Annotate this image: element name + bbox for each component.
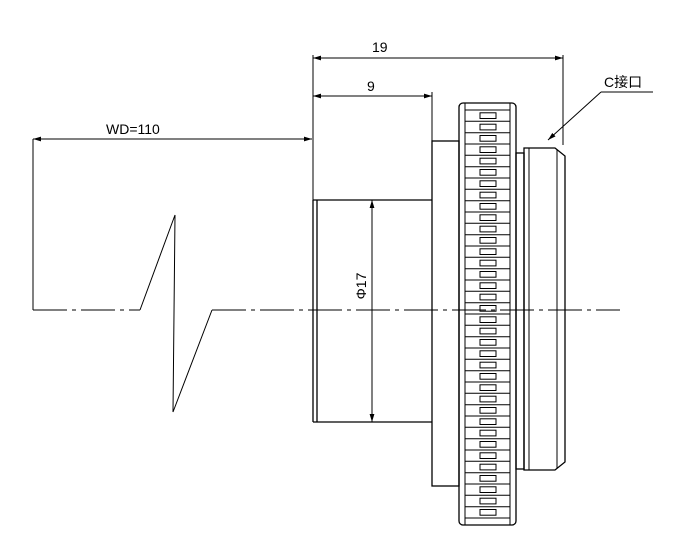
knurl-groove [479, 509, 497, 516]
knurl-groove [479, 225, 497, 233]
overall-length-label: 19 [372, 39, 388, 55]
knurl-groove [479, 395, 497, 403]
lens-middle-body [431, 140, 460, 487]
knurl-groove [479, 339, 497, 346]
knurl-groove [479, 429, 497, 437]
c-mount-callout [547, 91, 653, 141]
knurl-groove [479, 373, 497, 380]
knurl-groove [479, 293, 497, 301]
knurl-groove [479, 327, 497, 335]
knurl-groove [479, 248, 497, 256]
knurl-groove [479, 259, 497, 267]
break-symbol [139, 214, 213, 413]
knurl-groove [479, 112, 497, 120]
c-mount-label: C接口 [604, 74, 642, 90]
knurled-focus-ring [458, 102, 517, 526]
knurl-groove [479, 316, 497, 323]
c-mount-thread [515, 147, 566, 471]
knurl-groove [479, 214, 497, 222]
knurl-groove [479, 452, 497, 459]
wd-label: WD=110 [106, 121, 160, 137]
knurl-groove [479, 203, 497, 210]
knurl-groove [479, 237, 497, 244]
lens-front-barrel [312, 199, 432, 423]
knurl-groove [479, 271, 497, 278]
knurl-groove [479, 486, 497, 493]
knurl-groove [479, 418, 497, 425]
knurl-groove [479, 157, 497, 165]
knurl-groove [479, 169, 497, 176]
knurl-groove [479, 441, 497, 448]
knurl-groove [479, 282, 497, 289]
diameter-label: Φ17 [353, 272, 369, 299]
knurl-groove [479, 463, 497, 471]
knurl-groove [479, 407, 497, 414]
knurl-groove [479, 135, 497, 142]
knurl-groove [479, 384, 497, 391]
knurl-groove [479, 305, 497, 312]
body-length-label: 9 [367, 78, 375, 94]
knurl-groove [479, 475, 497, 482]
knurl-groove [479, 350, 497, 357]
knurl-groove [479, 180, 497, 188]
knurl-groove [479, 191, 497, 199]
knurl-groove [479, 146, 497, 154]
knurl-groove [479, 123, 497, 131]
knurl-groove [479, 361, 497, 369]
knurl-groove [479, 497, 497, 505]
